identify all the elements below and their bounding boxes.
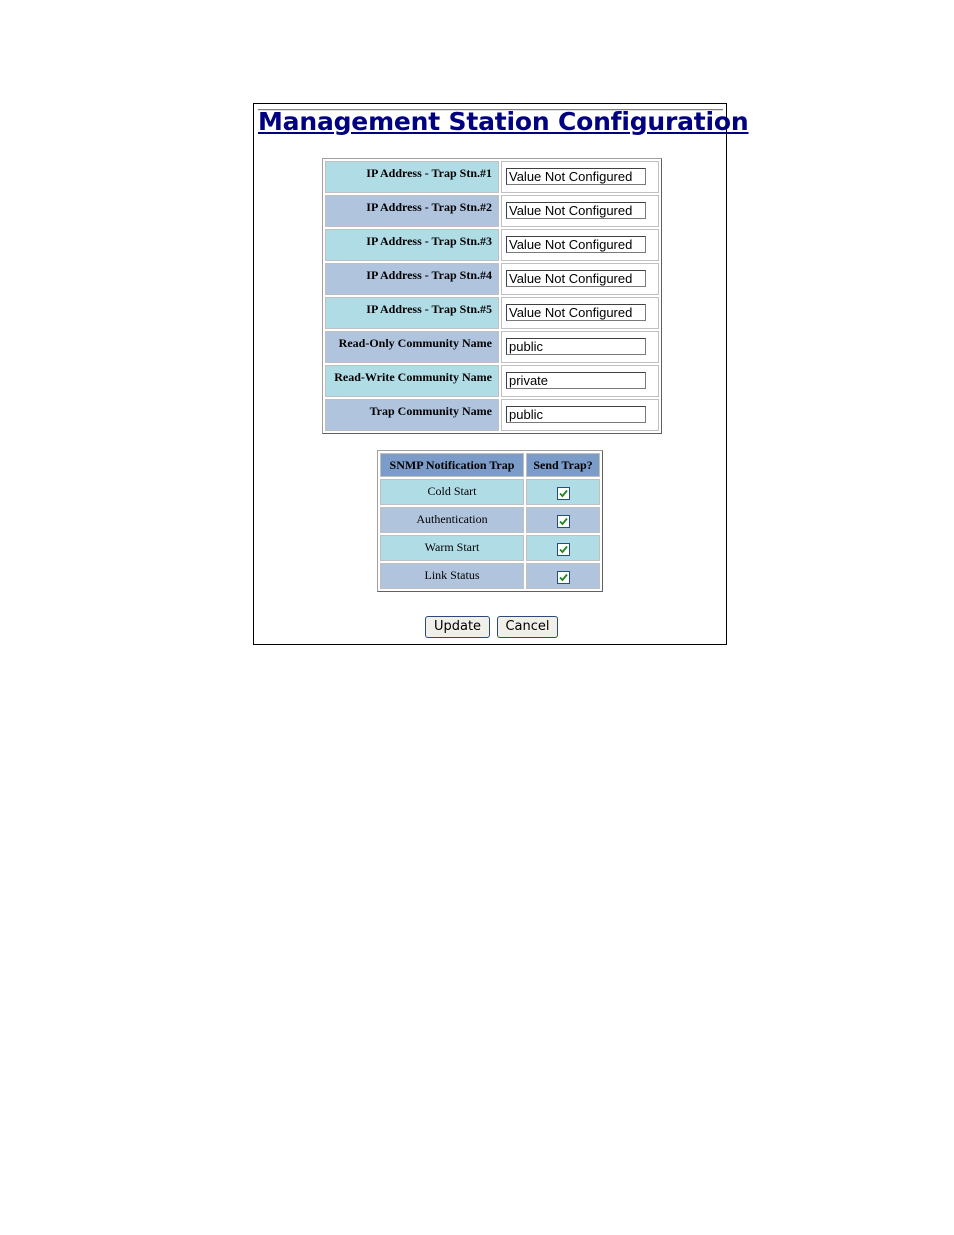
update-button[interactable]: Update xyxy=(425,616,490,638)
config-label: Read-Write Community Name xyxy=(325,365,499,397)
config-label: IP Address - Trap Stn.#5 xyxy=(325,297,499,329)
config-row-read-write-community: Read-Write Community Name xyxy=(325,365,659,397)
checkmark-icon xyxy=(558,545,568,554)
config-table: IP Address - Trap Stn.#1 IP Address - Tr… xyxy=(322,158,662,434)
header-send-trap: Send Trap? xyxy=(526,453,600,477)
cancel-button[interactable]: Cancel xyxy=(497,616,558,638)
form-frame xyxy=(253,103,727,645)
trap-name: Link Status xyxy=(380,563,524,589)
trap-name: Authentication xyxy=(380,507,524,533)
config-row-trap-community: Trap Community Name xyxy=(325,399,659,431)
trap-table-header: SNMP Notification Trap Send Trap? xyxy=(380,453,600,477)
snmp-trap-table: SNMP Notification Trap Send Trap? Cold S… xyxy=(377,450,603,592)
trap-stn-3-ip-input[interactable] xyxy=(506,236,646,253)
config-label: IP Address - Trap Stn.#4 xyxy=(325,263,499,295)
checkmark-icon xyxy=(558,517,568,526)
config-label: IP Address - Trap Stn.#2 xyxy=(325,195,499,227)
header-notification-trap: SNMP Notification Trap xyxy=(380,453,524,477)
read-write-community-input[interactable] xyxy=(506,372,646,389)
config-row-trap-stn-4: IP Address - Trap Stn.#4 xyxy=(325,263,659,295)
trap-stn-5-ip-input[interactable] xyxy=(506,304,646,321)
trap-stn-1-ip-input[interactable] xyxy=(506,168,646,185)
trap-stn-4-ip-input[interactable] xyxy=(506,270,646,287)
page-title: Management Station Configuration xyxy=(258,107,749,136)
link-status-checkbox[interactable] xyxy=(556,570,570,584)
config-row-read-only-community: Read-Only Community Name xyxy=(325,331,659,363)
config-row-trap-stn-1: IP Address - Trap Stn.#1 xyxy=(325,161,659,193)
trap-row-link-status: Link Status xyxy=(380,563,600,589)
trap-community-input[interactable] xyxy=(506,406,646,423)
checkmark-icon xyxy=(558,573,568,582)
authentication-checkbox[interactable] xyxy=(556,514,570,528)
checkmark-icon xyxy=(558,489,568,498)
config-row-trap-stn-2: IP Address - Trap Stn.#2 xyxy=(325,195,659,227)
title-divider xyxy=(258,109,723,111)
trap-name: Cold Start xyxy=(380,479,524,505)
trap-name: Warm Start xyxy=(380,535,524,561)
trap-row-warm-start: Warm Start xyxy=(380,535,600,561)
cold-start-checkbox[interactable] xyxy=(556,486,570,500)
warm-start-checkbox[interactable] xyxy=(556,542,570,556)
read-only-community-input[interactable] xyxy=(506,338,646,355)
config-label: IP Address - Trap Stn.#3 xyxy=(325,229,499,261)
trap-stn-2-ip-input[interactable] xyxy=(506,202,646,219)
config-label: IP Address - Trap Stn.#1 xyxy=(325,161,499,193)
config-label: Read-Only Community Name xyxy=(325,331,499,363)
config-row-trap-stn-3: IP Address - Trap Stn.#3 xyxy=(325,229,659,261)
config-label: Trap Community Name xyxy=(325,399,499,431)
config-row-trap-stn-5: IP Address - Trap Stn.#5 xyxy=(325,297,659,329)
trap-row-cold-start: Cold Start xyxy=(380,479,600,505)
trap-row-authentication: Authentication xyxy=(380,507,600,533)
